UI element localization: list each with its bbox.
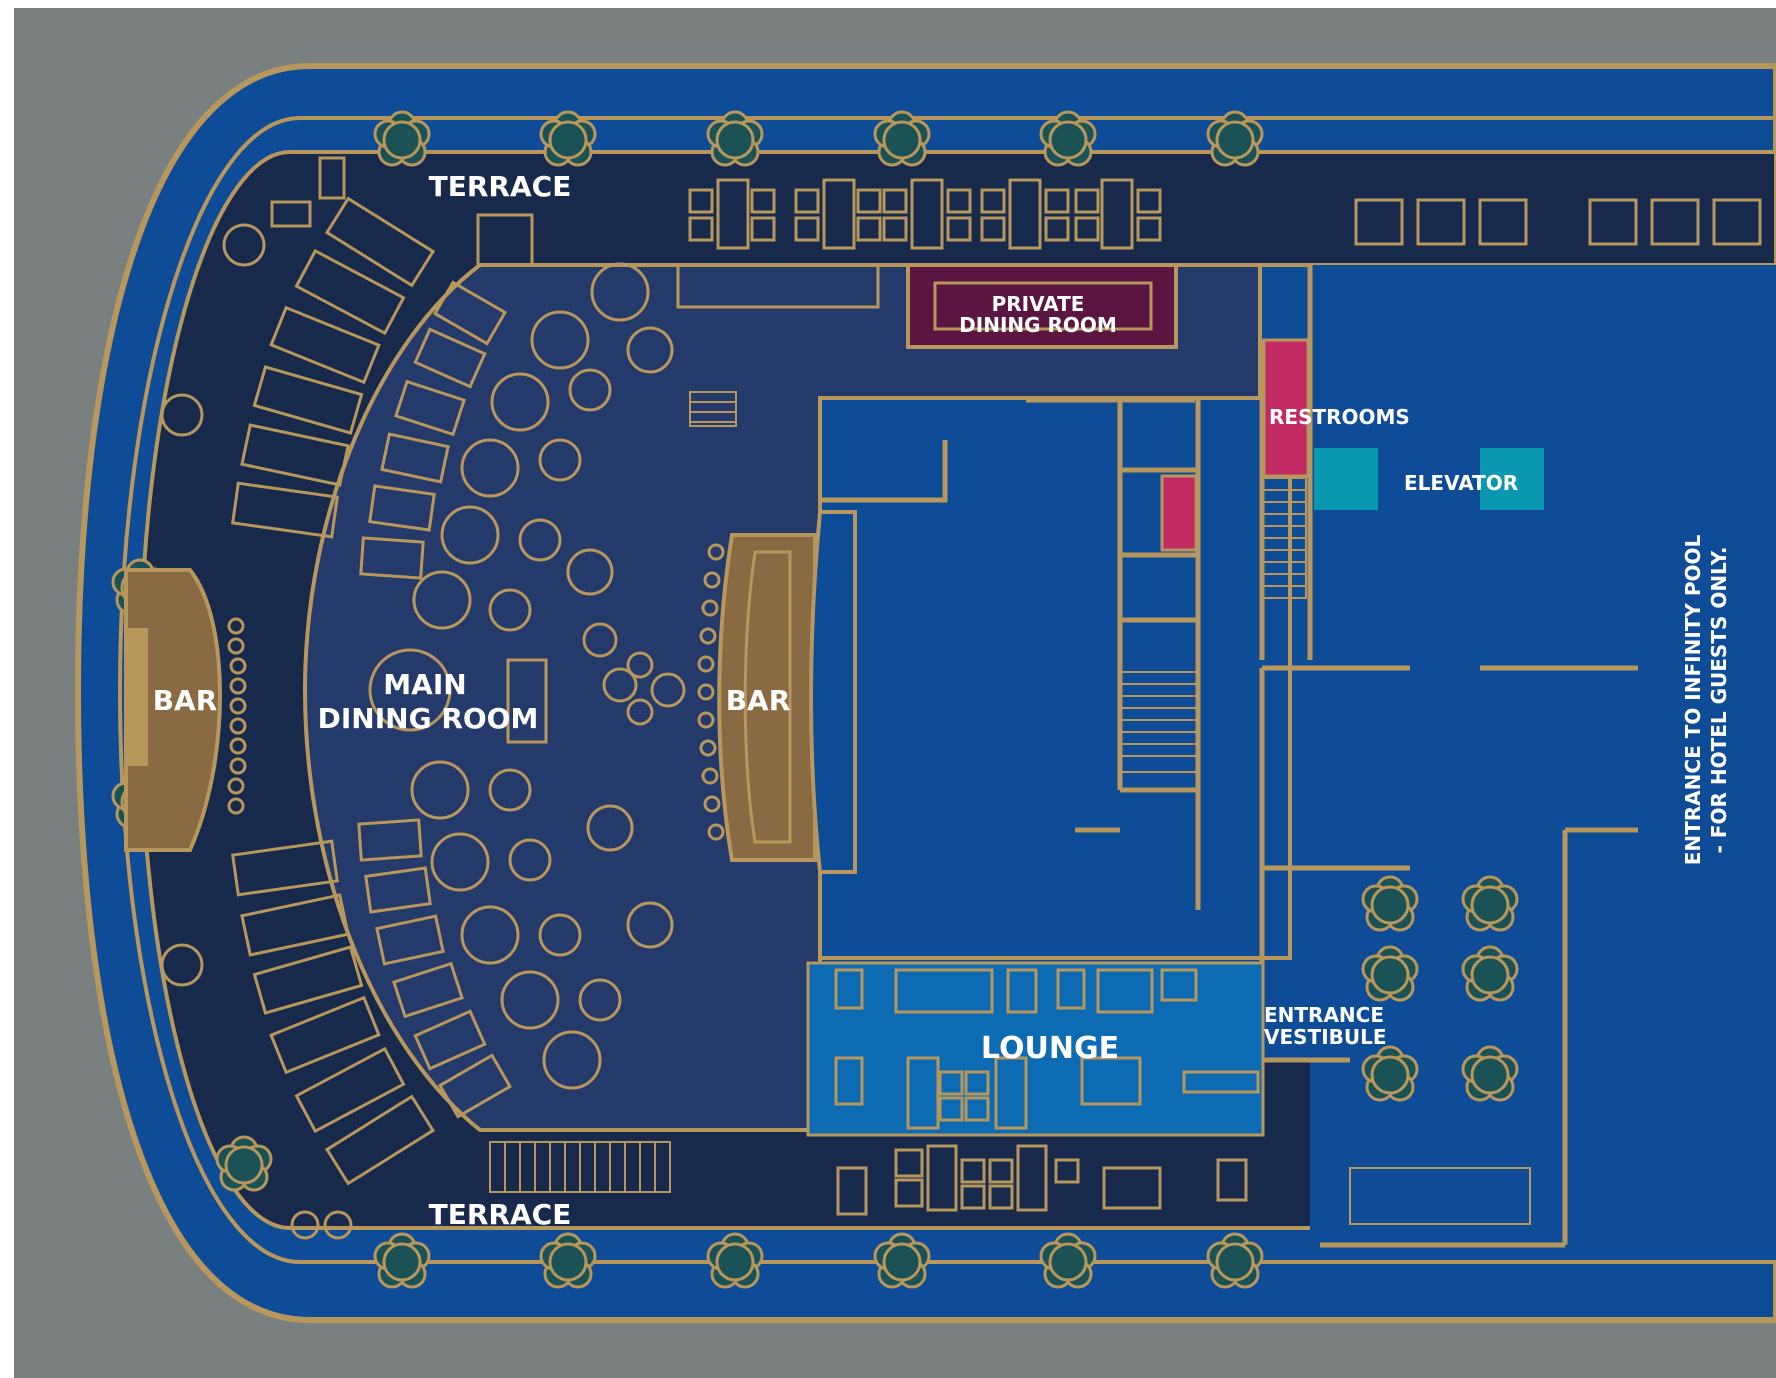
restrooms-block — [1262, 338, 1310, 478]
pool-entrance-label-line1: ENTRANCE TO INFINITY POOL — [1681, 534, 1705, 865]
bar-left-counter — [124, 568, 222, 852]
private-dining-table — [933, 281, 1153, 331]
bar-center-inner — [743, 550, 792, 844]
lounge-furniture — [834, 968, 1260, 1130]
private-dining-label-line2: DINING ROOM — [959, 313, 1117, 337]
lounge-label: LOUNGE — [981, 1031, 1119, 1066]
elevator-car-left — [1314, 448, 1378, 510]
entrance-vestibule-label-line1: ENTRANCE — [1264, 1003, 1384, 1027]
hallway-area — [818, 396, 1292, 960]
bar-left-stools — [227, 617, 247, 815]
dining-tables — [368, 262, 880, 1090]
dining-booths — [357, 280, 513, 1119]
stairs — [489, 391, 1531, 1225]
pool-entrance-label-line2: - FOR HOTEL GUESTS ONLY. — [1707, 547, 1731, 854]
main-dining-label-line2: DINING ROOM — [318, 702, 539, 735]
restroom-small-block — [1160, 474, 1198, 552]
terrace-bottom-label: TERRACE — [429, 1198, 572, 1231]
bar-center-label: BAR — [726, 684, 791, 717]
bar-center-backbar — [809, 510, 857, 874]
bar-center-stools — [697, 543, 725, 841]
bar-left-label: BAR — [153, 684, 218, 717]
restrooms-label: RESTROOMS — [1269, 405, 1410, 429]
map-labels: TERRACE TERRACE PRIVATE DINING ROOM REST… — [153, 170, 1731, 1231]
main-dining-label-line1: MAIN — [383, 668, 466, 701]
deck-inner-rail — [117, 116, 1776, 1264]
terrace-top-label: TERRACE — [429, 170, 572, 203]
bar-left-backbar — [124, 628, 148, 766]
private-dining-room — [906, 263, 1178, 349]
terrace-loungers-left — [160, 196, 436, 1240]
pool-entrance-label: ENTRANCE TO INFINITY POOL - FOR HOTEL GU… — [1681, 534, 1731, 865]
terrace-bottom-furniture — [836, 1144, 1248, 1216]
terrace-top-furniture — [270, 156, 1762, 267]
elevator-car-right — [1480, 448, 1544, 510]
entrance-vestibule-label-line2: VESTIBULE — [1264, 1025, 1387, 1049]
private-dining-label-line1: PRIVATE — [992, 292, 1085, 316]
elevator-label: ELEVATOR — [1404, 471, 1518, 495]
